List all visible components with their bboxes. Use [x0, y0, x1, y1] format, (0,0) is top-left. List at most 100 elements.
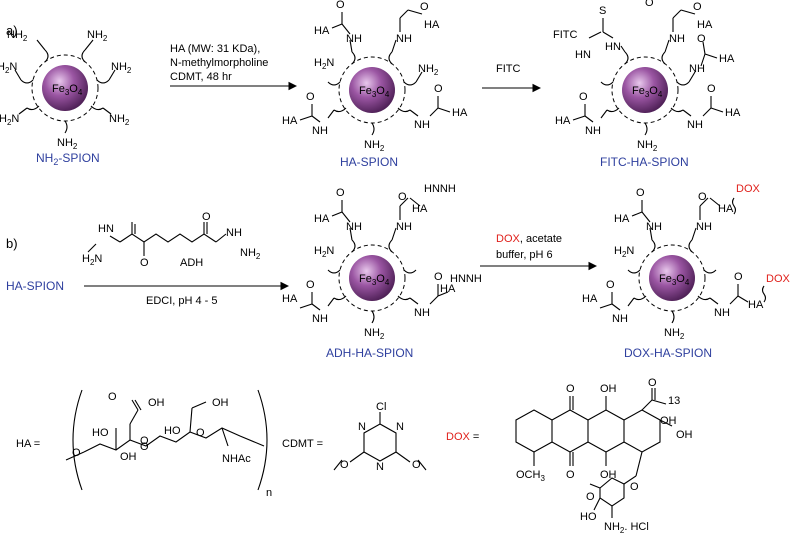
carbonyl-oxygen: O	[434, 83, 443, 95]
amide-nh: NH	[585, 125, 601, 137]
hydrazide-group: HNNH	[450, 273, 482, 285]
ha-oxygen: O	[196, 427, 205, 439]
amide-nh: NH	[396, 33, 412, 45]
adh-ha-spion-label: ADH-HA-SPION	[326, 346, 413, 360]
step4-condition-line1: DOX, acetate	[496, 233, 562, 245]
cdmt-nitrogen: N	[358, 421, 366, 433]
amine-group: NH2	[57, 137, 78, 151]
dox-amine-salt: NH2. HCl	[604, 521, 649, 533]
ha-acetamide: NHAc	[222, 453, 251, 465]
ha-definition-label: HA =	[16, 438, 40, 450]
iron-oxide-core	[649, 255, 695, 301]
amide-nh: NH	[312, 125, 328, 137]
ha-chain: HA	[440, 283, 456, 295]
adh-nh: NH	[226, 227, 242, 239]
amide-nh: NH	[612, 313, 628, 325]
ha-chain: HA	[719, 53, 735, 65]
ha-spion-start-label: HA-SPION	[6, 279, 64, 293]
step2-reagent: FITC	[496, 63, 520, 75]
ha-chain: HA	[314, 213, 330, 225]
ha-chain: HA	[282, 115, 298, 127]
dox-c13-label: 13	[668, 395, 680, 407]
carbonyl-oxygen: O	[336, 187, 345, 199]
amide-nh: NH	[346, 221, 362, 233]
dox-methoxy: OCH3	[516, 469, 545, 483]
amine-group: NH2	[364, 139, 385, 153]
ha-hydroxyl: OH	[120, 451, 137, 463]
carbonyl-oxygen: O	[693, 1, 702, 13]
iron-oxide-core	[622, 67, 668, 113]
carbonyl-oxygen: O	[306, 91, 315, 103]
ha-chain: HA	[452, 107, 468, 119]
fe3o4-label: Fe3O4	[632, 85, 663, 99]
amine-group: NH2	[87, 29, 108, 43]
step4-condition-line2: buffer, pH 6	[496, 249, 553, 261]
carbonyl-oxygen: O	[645, 0, 654, 9]
carbonyl-oxygen: O	[698, 191, 707, 203]
iron-oxide-core	[349, 255, 395, 301]
dox-hydroxyl: OH	[676, 429, 693, 441]
panel-label-a: a)	[6, 23, 18, 38]
amine-group: NH2	[364, 327, 385, 341]
dox-conjugate: DOX	[736, 183, 761, 195]
amide-nh: NH	[414, 119, 430, 131]
ha-oxygen: O	[140, 441, 149, 453]
ha-chain: HA	[282, 293, 298, 305]
ha-hydroxyl: OH	[148, 397, 165, 409]
carbonyl-oxygen: O	[697, 33, 706, 45]
carbonyl-oxygen: O	[636, 187, 645, 199]
amide-nh: NH	[396, 221, 412, 233]
carbonyl-oxygen: O	[579, 91, 588, 103]
amine-group: H2N	[314, 245, 334, 259]
ha-chain: HA	[718, 203, 734, 215]
carbonyl-oxygen: O	[420, 1, 429, 13]
ha-chain: HA	[697, 19, 713, 31]
fitc-ha-spion-label: FITC-HA-SPION	[600, 155, 689, 169]
amine-group: H2N	[0, 61, 17, 75]
adh-hn: HN	[98, 223, 114, 235]
carbonyl-oxygen: O	[707, 83, 716, 95]
amine-group: NH2	[664, 327, 685, 341]
fe3o4-label: Fe3O4	[359, 273, 390, 287]
carbonyl-oxygen: O	[306, 279, 315, 291]
ha-repeat-n: n	[266, 487, 272, 499]
adh-ha-spion-particle: Fe3O4 O HA NH NH O HA HNNH H2N O HA NH O…	[282, 183, 482, 341]
ha-chain: HA	[412, 203, 428, 215]
ha-oxygen: O	[108, 391, 117, 403]
iron-oxide-core	[349, 67, 395, 113]
carbonyl-oxygen: O	[398, 191, 407, 203]
step1-condition-line1: HA (MW: 31 KDa),	[170, 43, 260, 55]
ha-chain: HA	[725, 107, 741, 119]
ha-chain: HA	[582, 293, 598, 305]
adh-oxygen: O	[140, 257, 149, 269]
amide-nh: NH	[346, 33, 362, 45]
amide-nh: NH	[312, 313, 328, 325]
step1-condition-line3: CDMT, 48 hr	[170, 71, 232, 83]
fitc-ha-spion-particle: Fe3O4 S FITC HN HN NH O O HA NH O HA O H…	[553, 0, 741, 153]
adh-label: ADH	[180, 257, 203, 269]
ha-hydroxyl: OH	[212, 397, 229, 409]
dox-hydroxyl: OH	[600, 383, 617, 395]
step1-condition-line2: N-methylmorpholine	[170, 57, 268, 69]
amide-nh: NH	[669, 33, 685, 45]
dox-ha-spion-label: DOX-HA-SPION	[624, 346, 712, 360]
fe3o4-label: Fe3O4	[359, 85, 390, 99]
panel-label-b: b)	[6, 236, 18, 251]
amine-group: NH2	[7, 29, 28, 43]
dox-definition-label: DOX =	[446, 431, 479, 443]
amine-group: H2N	[0, 113, 19, 127]
ha-hydroxyl: HO	[92, 427, 109, 439]
fitc-group: FITC	[553, 29, 577, 41]
adh-h2n: H2N	[82, 253, 102, 267]
amine-group: H2N	[314, 57, 334, 71]
thiourea-sulfur: S	[599, 5, 606, 17]
fe3o4-label: Fe3O4	[52, 83, 83, 97]
amide-nh: NH	[687, 119, 703, 131]
amine-group: NH2	[637, 139, 658, 153]
fe3o4-label: Fe3O4	[659, 273, 690, 287]
carbonyl-oxygen: O	[434, 271, 443, 283]
cdmt-oxygen: O	[412, 459, 421, 471]
dox-conjugate: DOX	[766, 273, 791, 285]
amide-nh: NH	[689, 63, 705, 75]
cdmt-chlorine: Cl	[376, 401, 386, 413]
